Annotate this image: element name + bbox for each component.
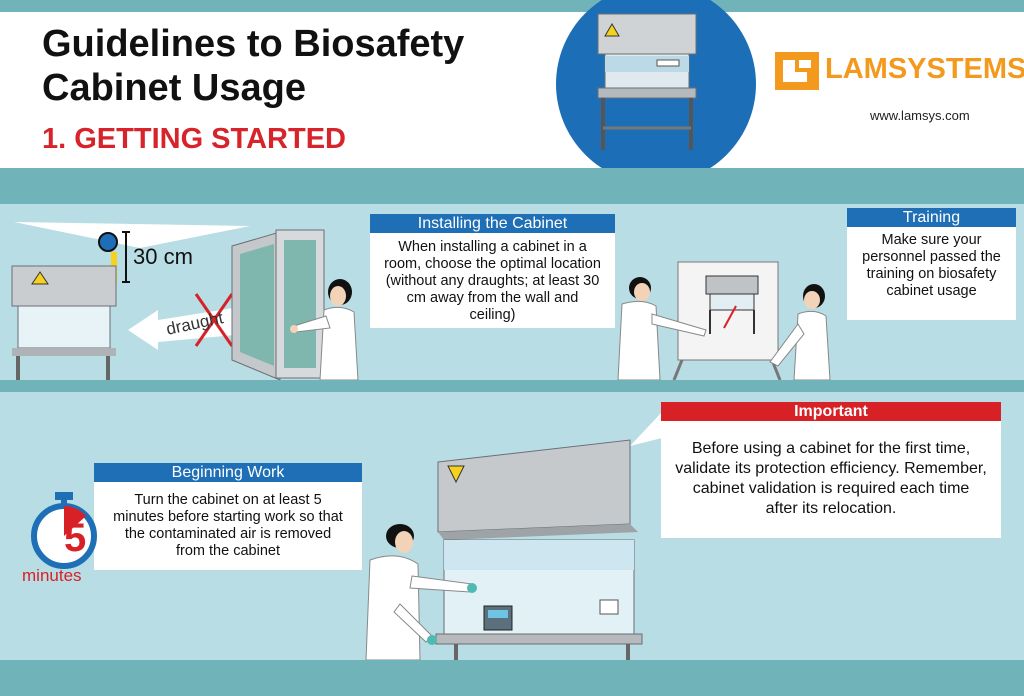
brand-name: LAMSYSTEMS (825, 53, 1024, 85)
beginning-text: Turn the cabinet on at least 5 minutes b… (113, 492, 343, 559)
beginning-card: Beginning Work Turn the cabinet on at le… (94, 463, 362, 570)
training-illustration (617, 261, 831, 380)
brand-logo: LAMSYSTEMS (775, 52, 1024, 90)
lamsystems-logo-icon (775, 52, 819, 90)
installing-card: Installing the Cabinet When installing a… (370, 214, 615, 328)
draught-arrow-icon (128, 293, 246, 350)
header-cabinet-illustration (556, 0, 756, 168)
distance-label: 30 cm (133, 244, 193, 269)
window-illustration (231, 229, 325, 380)
bottom-stripe (0, 660, 1024, 696)
installing-text: When installing a cabinet in a room, cho… (384, 239, 601, 323)
installed-cabinet-icon (11, 265, 117, 380)
title-line-1: Guidelines to Biosafety (42, 23, 465, 65)
cabinet-drawing (597, 13, 697, 150)
important-callout-tail (630, 412, 662, 446)
beginning-heading: Beginning Work (94, 463, 362, 482)
training-card: Training Make sure your personnel passed… (847, 208, 1016, 320)
working-cabinet-illustration (365, 439, 643, 660)
header (0, 0, 1024, 168)
training-text: Make sure your personnel passed the trai… (862, 232, 1001, 299)
timer-unit: minutes (22, 566, 82, 585)
important-heading: Important (661, 402, 1001, 421)
title-line-2: Cabinet Usage (42, 67, 306, 109)
ceiling-illustration (14, 222, 250, 284)
important-card: Important Before using a cabinet for the… (661, 402, 1001, 538)
stopwatch-icon (31, 492, 97, 569)
page-title: Guidelines to Biosafety Cabinet Usage (42, 22, 562, 110)
training-heading: Training (847, 208, 1016, 227)
timer-value: 5 (64, 516, 87, 560)
divider-band-2 (0, 380, 1024, 392)
woman-installer-figure (290, 279, 359, 380)
section-subtitle: 1. GETTING STARTED (42, 123, 346, 155)
top-stripe (0, 0, 1024, 12)
important-text: Before using a cabinet for the first tim… (675, 440, 987, 517)
brand-website[interactable]: www.lamsys.com (870, 108, 970, 123)
divider-band-1 (0, 168, 1024, 204)
installing-heading: Installing the Cabinet (370, 214, 615, 233)
